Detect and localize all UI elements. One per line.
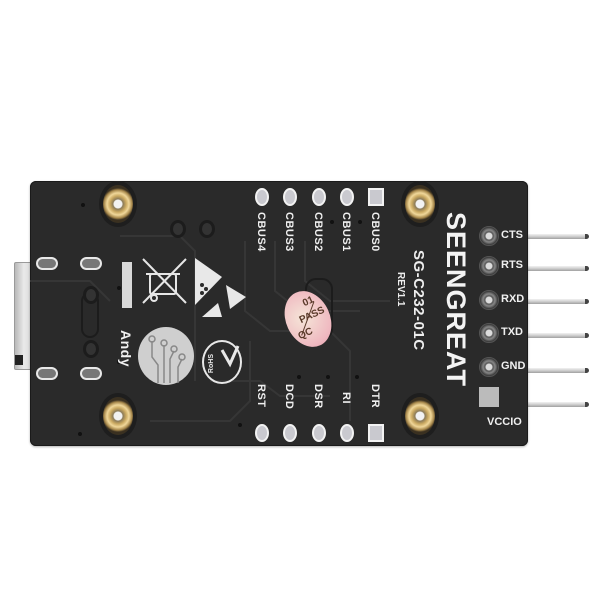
header-pin-vccio <box>526 402 589 407</box>
label-dsr: DSR <box>312 384 324 409</box>
label-rst: RST <box>255 384 267 408</box>
label-dtr: DTR <box>369 384 381 409</box>
pad-rst <box>255 424 269 442</box>
label-txd: TXD <box>501 326 523 338</box>
weee-bin-icon <box>142 258 187 304</box>
pad-cbus4 <box>255 188 269 206</box>
pad-cbus0 <box>368 188 384 206</box>
circuit-logo-icon <box>148 335 186 383</box>
standoff-top-left <box>103 185 133 223</box>
label-ri: RI <box>340 392 352 404</box>
via <box>330 220 334 224</box>
pad-cts <box>479 226 499 246</box>
standoff-top-right <box>405 185 435 223</box>
via <box>358 220 362 224</box>
via <box>81 203 85 207</box>
header-pin-rts <box>526 266 589 271</box>
via <box>326 375 330 379</box>
rohs-check-icon <box>220 345 240 368</box>
via <box>83 340 99 358</box>
label-vccio: VCCIO <box>487 416 522 428</box>
usb-mount-pad <box>36 367 58 380</box>
label-cts: CTS <box>501 229 523 241</box>
label-cbus1: CBUS1 <box>340 212 352 252</box>
label-cbus2: CBUS2 <box>312 212 324 252</box>
circuit-logo <box>138 327 194 385</box>
pad-txd <box>479 323 499 343</box>
header-pin-txd <box>526 333 589 338</box>
pad-vccio <box>479 387 499 407</box>
via <box>83 286 99 304</box>
pad-cbus3 <box>283 188 297 206</box>
via <box>238 423 242 427</box>
header-pin-cts <box>526 234 589 239</box>
via <box>117 360 121 364</box>
usb-mount-pad <box>80 257 102 270</box>
rohs-logo: RoHS <box>202 340 242 384</box>
label-cbus0: CBUS0 <box>369 212 381 252</box>
revision-label: REV1.1 <box>395 272 406 307</box>
standoff-bottom-left <box>103 397 133 435</box>
via <box>170 220 186 238</box>
header-pin-gnd <box>526 368 589 373</box>
qc-line2: PASS <box>297 304 327 327</box>
pad-dtr <box>368 424 384 442</box>
pad-rts <box>479 256 499 276</box>
pad-rxd <box>479 290 499 310</box>
qc-line3: 01 <box>300 294 316 310</box>
pad-gnd <box>479 357 499 377</box>
label-cbus3: CBUS3 <box>283 212 295 252</box>
label-rxd: RXD <box>501 293 525 305</box>
usb-mount-pad <box>80 367 102 380</box>
pad-cbus1 <box>340 188 354 206</box>
brand-logo-text: SEENGREAT <box>441 212 471 388</box>
qc-line1: QC <box>296 325 315 343</box>
via <box>78 432 82 436</box>
header-pin-rxd <box>526 299 589 304</box>
via <box>199 220 215 238</box>
pad-dcd <box>283 424 297 442</box>
standoff-bottom-right <box>405 397 435 435</box>
usb-mount-pad <box>36 257 58 270</box>
signature-text: Andy <box>118 330 134 367</box>
esd-warning-icon <box>195 258 246 317</box>
connector-tab <box>15 355 23 365</box>
pad-cbus2 <box>312 188 326 206</box>
via <box>117 286 121 290</box>
pad-dsr <box>312 424 326 442</box>
silkscreen-rectangle <box>122 262 132 308</box>
label-cbus4: CBUS4 <box>255 212 267 252</box>
via <box>297 375 301 379</box>
label-rts: RTS <box>501 259 523 271</box>
rohs-label: RoHS <box>208 354 215 374</box>
via <box>355 375 359 379</box>
pad-ri <box>340 424 354 442</box>
label-dcd: DCD <box>283 384 295 410</box>
model-number: SG-C232-01C <box>410 250 427 351</box>
label-gnd: GND <box>501 360 526 372</box>
